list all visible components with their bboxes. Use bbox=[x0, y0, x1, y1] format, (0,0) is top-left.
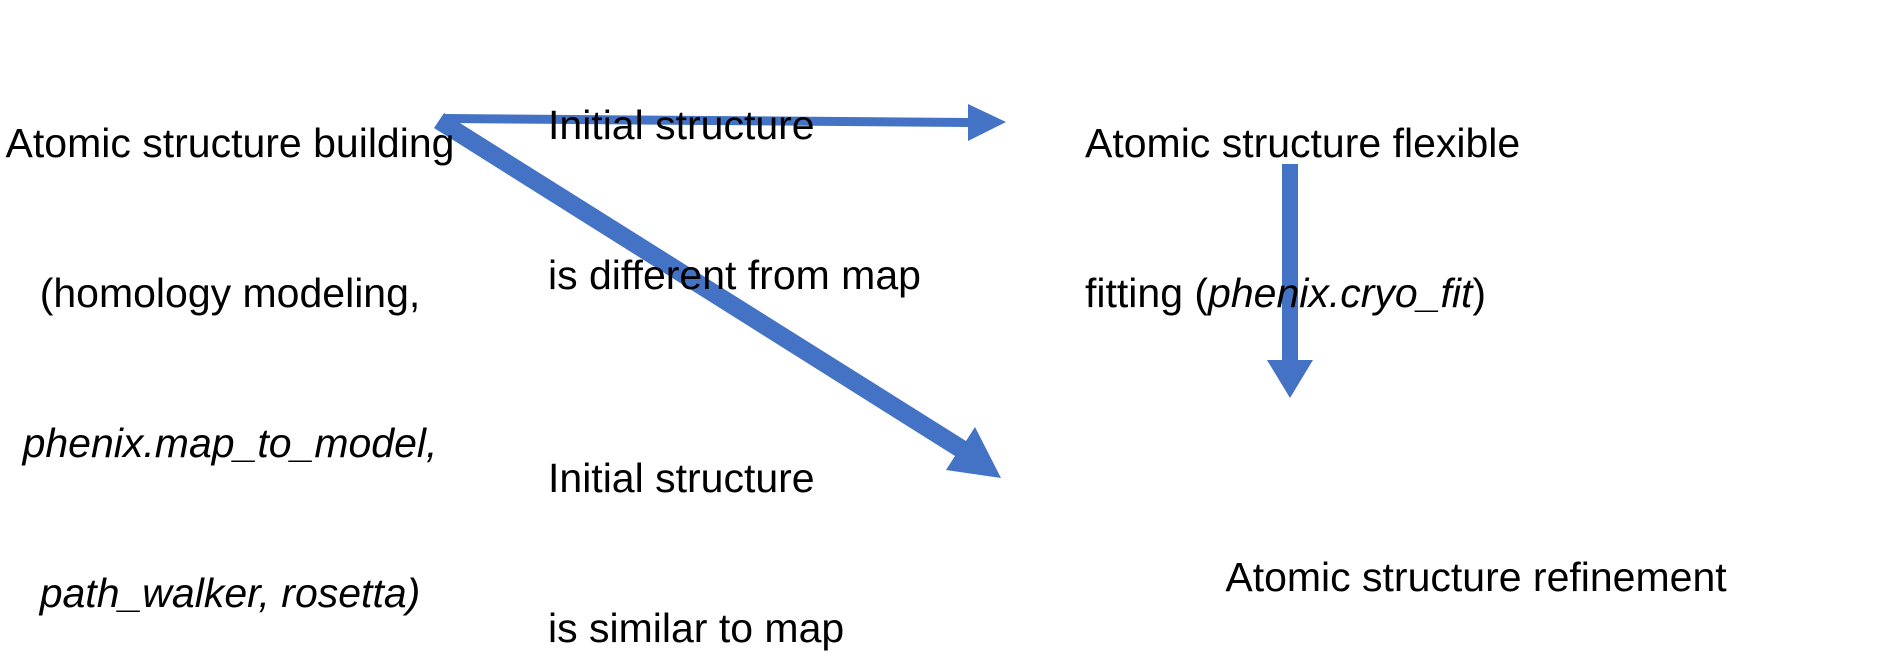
building-line-3: phenix.map_to_model, bbox=[22, 420, 438, 466]
node-atomic-structure-refinement: Atomic structure refinement (phenix.real… bbox=[1068, 452, 1884, 662]
fitting-line-2-prefix: fitting ( bbox=[1085, 270, 1209, 316]
fitting-line-2-italic: phenix.cryo_fit bbox=[1208, 270, 1473, 316]
node-atomic-structure-flexible-fitting: Atomic structure flexible fitting (pheni… bbox=[1085, 18, 1555, 418]
node-atomic-structure-building: Atomic structure building (homology mode… bbox=[0, 18, 460, 662]
fitting-line-2: fitting (phenix.cryo_fit) bbox=[1085, 268, 1555, 318]
fitting-line-2-suffix: ) bbox=[1472, 270, 1487, 316]
edge-label-similar-to-map: Initial structure is similar to map bbox=[548, 353, 968, 662]
building-line-1: Atomic structure building bbox=[5, 120, 455, 166]
building-line-4: path_walker, rosetta) bbox=[0, 568, 460, 618]
building-line-4-italic: path_walker, rosetta) bbox=[39, 570, 421, 616]
building-line-2: (homology modeling, bbox=[39, 270, 421, 316]
label-similar-line-2: is similar to map bbox=[548, 605, 845, 651]
refine-line-1: Atomic structure refinement bbox=[1225, 554, 1727, 600]
fitting-line-1: Atomic structure flexible bbox=[1085, 120, 1521, 166]
label-different-line-1: Initial structure bbox=[548, 102, 815, 148]
label-different-line-2: is different from map bbox=[548, 252, 921, 298]
edge-label-different-from-map: Initial structure is different from map bbox=[548, 0, 968, 400]
label-similar-line-1: Initial structure bbox=[548, 455, 815, 501]
